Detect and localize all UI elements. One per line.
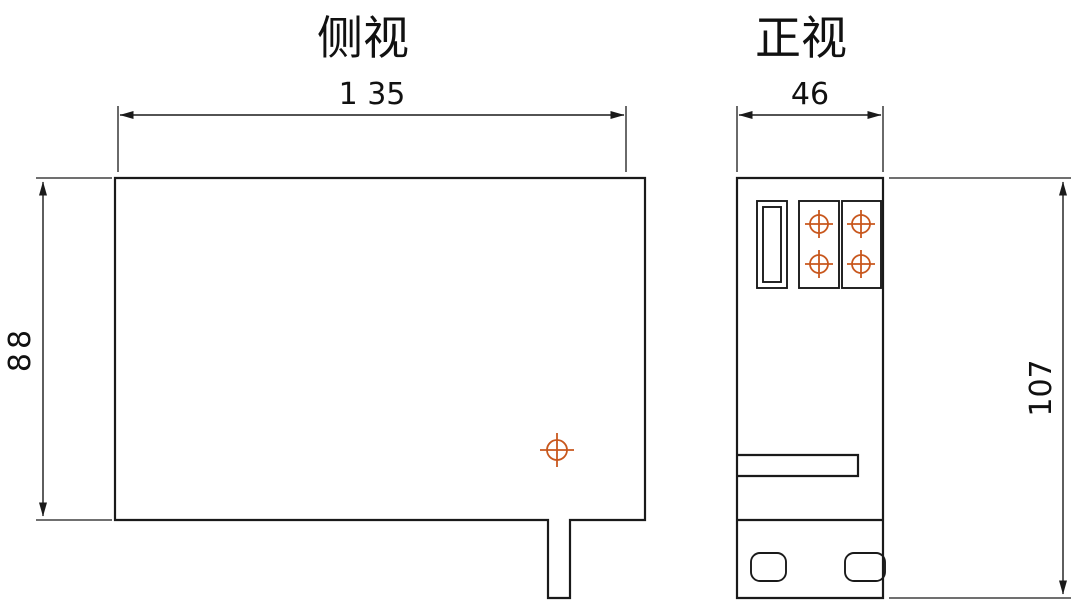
dim-label-side-width: 1 35 [339,77,406,112]
screw-cross-icon [846,249,876,279]
terminal-area [756,200,882,289]
screw-cross-icon [804,249,834,279]
dim-label-front-width: 46 [791,77,829,112]
terminal-block [798,200,840,289]
front-view-title: 正视 [755,11,847,65]
screw-cross-icon [846,209,876,239]
side-view-title: 侧视 [317,11,409,65]
terminal-slot-outer [756,200,788,289]
front-view [735,176,886,600]
dim-label-side-height: 88 [3,326,38,372]
side-view [113,176,647,600]
mounting-hole [844,552,886,582]
dimension-front-height: 107 [889,177,1071,599]
terminal-slot-inner [762,206,782,283]
dimension-front-width: 46 [736,77,884,172]
side-view-outline [113,176,647,600]
dimension-side-height: 88 [3,177,112,521]
screw-cross-icon [804,209,834,239]
mounting-hole [750,552,787,582]
dimension-side-width: 1 35 [117,77,627,172]
crosshair-icon [539,432,575,468]
front-view-outline [735,176,885,600]
cable-notch [737,453,860,478]
terminal-block [841,200,882,289]
dim-label-front-height: 107 [1024,359,1059,416]
